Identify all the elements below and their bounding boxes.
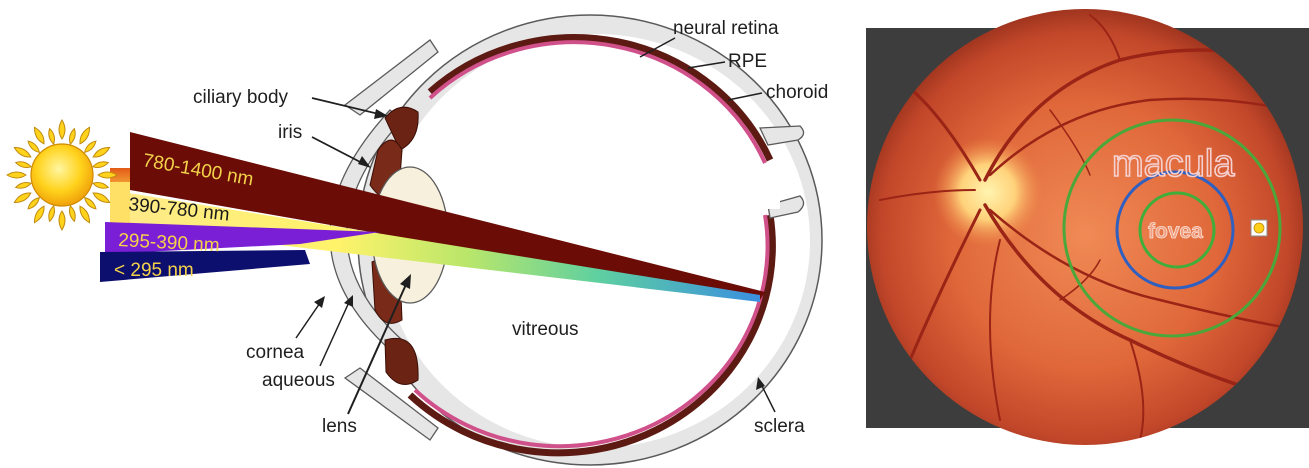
label-aqueous: aqueous xyxy=(262,370,335,391)
fundus-photo: macula fovea xyxy=(866,9,1309,445)
label-choroid: choroid xyxy=(766,82,828,103)
arrowhead-cornea xyxy=(314,296,325,308)
pointer-aqueous xyxy=(320,300,350,366)
label-iris: iris xyxy=(278,122,302,143)
label-cornea: cornea xyxy=(246,342,305,363)
label-lens: lens xyxy=(322,416,357,437)
optic-disc xyxy=(933,137,1043,247)
sun-icon xyxy=(7,120,117,230)
band-label-uvb: < 295 nm xyxy=(114,260,194,281)
label-rpe: RPE xyxy=(728,51,767,72)
label-neural-retina: neural retina xyxy=(673,18,779,39)
pointer-cornea xyxy=(296,300,322,338)
label-ciliary-body: ciliary body xyxy=(193,87,289,108)
label-macula: macula xyxy=(1112,143,1235,185)
optic-disc-gap xyxy=(758,165,780,209)
label-fovea: fovea xyxy=(1148,220,1203,243)
band-visible-left xyxy=(110,182,130,228)
label-vitreous: vitreous xyxy=(512,319,579,340)
mini-sun-icon xyxy=(1251,220,1267,236)
label-sclera: sclera xyxy=(754,416,805,437)
